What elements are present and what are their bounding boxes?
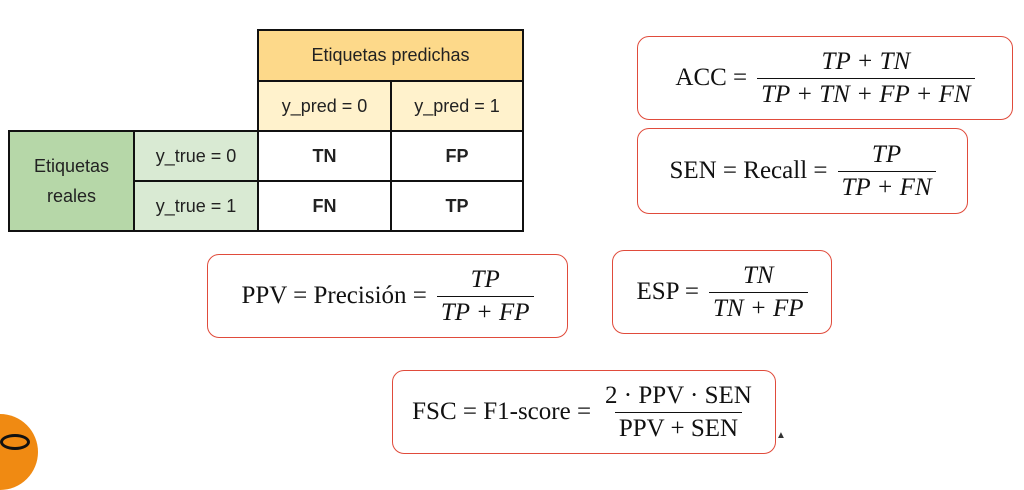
esp-numerator: TN (742, 261, 774, 289)
acc-denominator: TP + TN + FP + FN (757, 77, 975, 109)
acc-numerator: TP + TN (821, 47, 911, 75)
pred-col-1: y_pred = 1 (390, 80, 524, 132)
esp-denominator: TN + FP (709, 291, 808, 323)
cell-fp: FP (390, 130, 524, 182)
true-row-0: y_true = 0 (133, 130, 259, 182)
ppv-denominator: TP + FP (436, 295, 534, 327)
channel-logo-icon (0, 414, 38, 490)
actual-labels-header: Etiquetas reales (8, 130, 135, 232)
cell-fn: FN (257, 180, 392, 232)
true-row-1-label: y_true = 1 (155, 195, 237, 216)
sen-denominator: TP + FN (837, 170, 936, 202)
fsc-numerator: 2 · PPV · SEN (605, 381, 752, 409)
fsc-denominator: PPV + SEN (614, 411, 743, 443)
predicted-labels-header: Etiquetas predichas (257, 29, 524, 82)
true-row-1: y_true = 1 (133, 180, 259, 232)
cell-tn-text: TN (312, 145, 337, 166)
fsc-lhs: FSC = F1-score = (412, 398, 592, 425)
pred-col-0: y_pred = 0 (257, 80, 392, 132)
actual-labels-text: Etiquetas reales (33, 156, 110, 206)
pred-col-1-label: y_pred = 1 (414, 95, 500, 116)
true-row-0-label: y_true = 0 (155, 145, 237, 166)
mouse-cursor-icon: ▲ (776, 430, 786, 441)
ppv-numerator: TP (470, 265, 500, 293)
predicted-labels-text: Etiquetas predichas (311, 45, 470, 65)
sen-lhs: SEN = Recall = (669, 157, 828, 184)
esp-lhs: ESP = (636, 278, 700, 305)
pred-col-0-label: y_pred = 0 (281, 95, 368, 116)
acc-lhs: ACC = (675, 64, 748, 91)
cell-tp: TP (390, 180, 524, 232)
sen-numerator: TP (871, 140, 902, 168)
cell-fp-text: FP (445, 145, 469, 166)
ppv-lhs: PPV = Precisión = (241, 282, 427, 309)
cell-tp-text: TP (445, 195, 469, 216)
cell-tn: TN (257, 130, 392, 182)
cell-fn-text: FN (312, 195, 337, 216)
